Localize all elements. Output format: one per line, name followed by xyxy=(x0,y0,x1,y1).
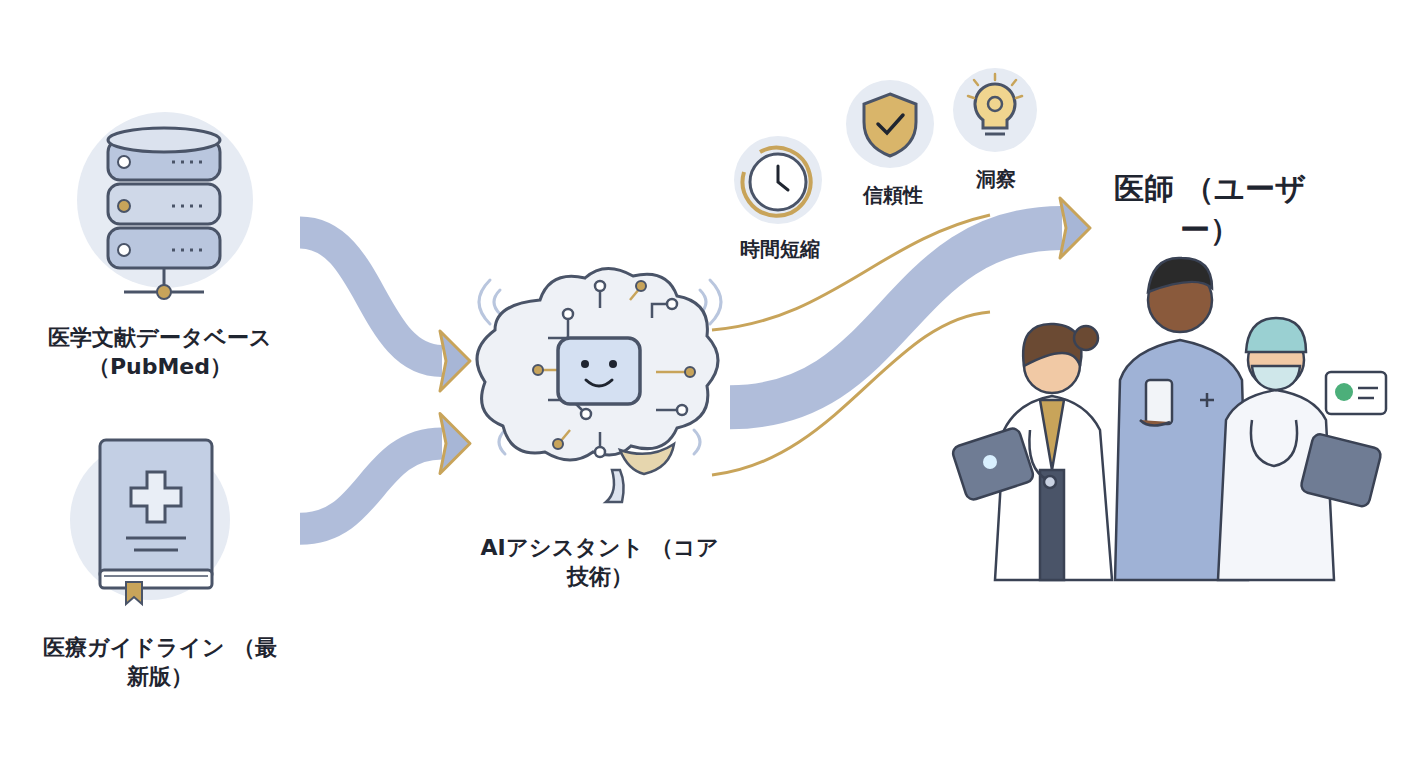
ai-assistant-node: AIアシスタント （コア技術） xyxy=(470,262,730,592)
guideline-book-icon xyxy=(70,440,230,604)
doctors-illustration xyxy=(951,258,1386,580)
node-label: 医療ガイドライン （最新版） xyxy=(35,633,285,692)
benefit-label: 時間短縮 xyxy=(740,236,820,263)
time-saving-icon xyxy=(734,136,822,224)
arrow-body xyxy=(730,228,1062,407)
arrow-body xyxy=(300,232,442,361)
arrow-head xyxy=(1060,198,1090,258)
reliability-shield-icon xyxy=(846,80,934,168)
arrow-head xyxy=(440,414,470,474)
benefit-label: 信頼性 xyxy=(863,182,923,209)
node-label: 医師 （ユーザー） xyxy=(1095,169,1325,250)
flow-arrow xyxy=(730,198,1090,407)
arrow-body xyxy=(300,444,442,529)
user-node: 医師 （ユーザー） xyxy=(1090,150,1330,250)
benefit-label: 洞察 xyxy=(976,166,1016,193)
flow-arrow xyxy=(300,232,470,391)
flow-arrow xyxy=(300,414,470,529)
node-label: AIアシスタント （コア技術） xyxy=(475,533,725,592)
database-icon xyxy=(77,112,253,299)
arrow-head xyxy=(440,331,470,391)
insight-bulb-icon xyxy=(953,68,1037,152)
ai-brain-icon xyxy=(477,268,721,502)
database-node: 医学文献データベース （PubMed） xyxy=(20,110,300,382)
guideline-node: 医療ガイドライン （最新版） xyxy=(20,420,300,692)
node-label: 医学文献データベース （PubMed） xyxy=(35,323,285,382)
